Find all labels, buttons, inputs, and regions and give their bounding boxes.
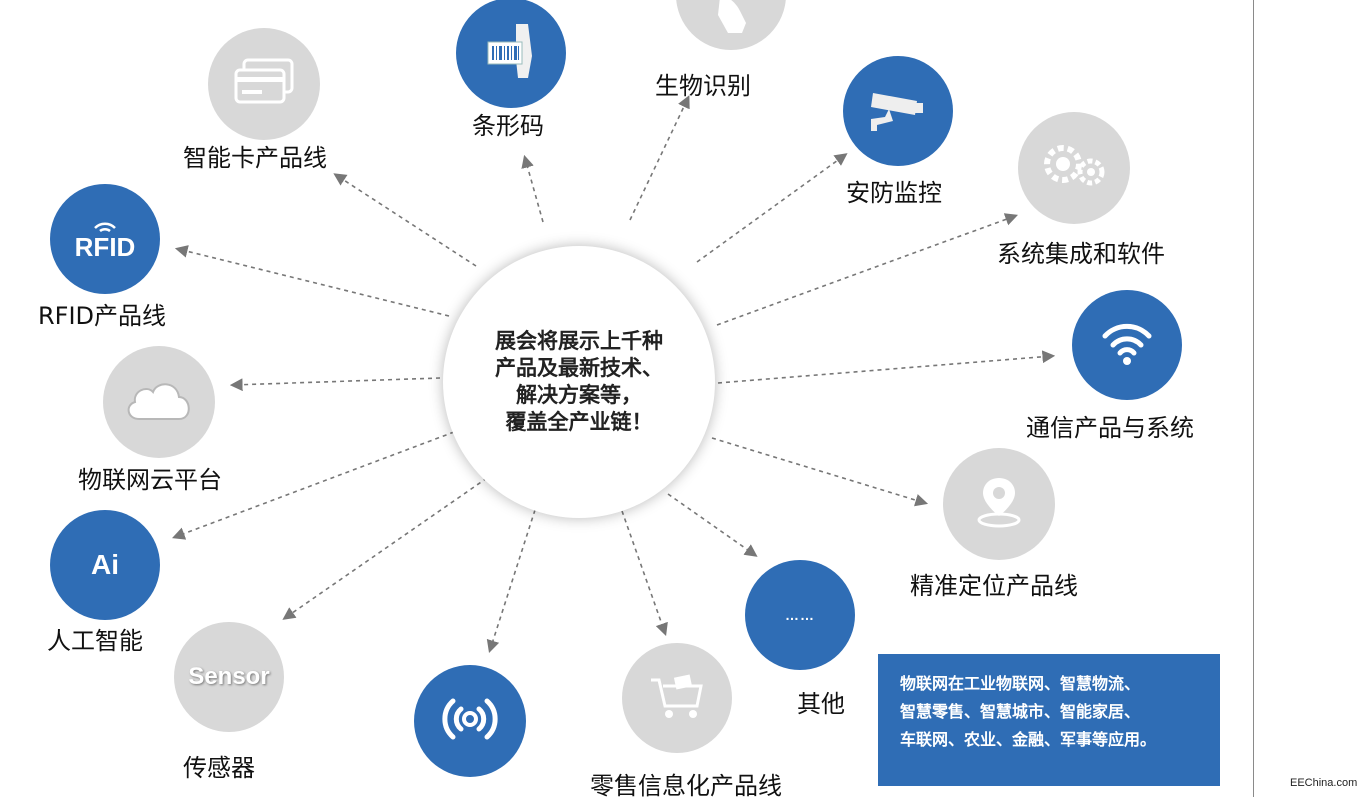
gears-icon [1035,136,1113,200]
rfid-label: RFID产品线 [38,302,167,330]
retail-label: 零售信息化产品线 [590,772,782,800]
arrow-ai [172,431,455,540]
arrow-security [696,153,848,263]
arrow-wireless [486,509,536,654]
arrow-smartcard [333,173,477,267]
note-line-1: 物联网在工业物联网、智慧物流、 [900,674,1141,693]
arrow-barcode [521,154,544,223]
comms-node [1072,290,1182,400]
arrow-sensor [282,477,488,620]
positioning-node [943,448,1055,560]
application-note-box: 物联网在工业物联网、智慧物流、 智慧零售、智慧城市、智能家居、 车联网、农业、金… [878,654,1220,786]
retail-node [622,643,732,753]
arrow-biometrics [629,95,690,221]
others-label: 其他 [797,690,845,718]
center-text: 展会将展示上千种 产品及最新技术、 解决方案等， 覆盖全产业链！ [495,328,663,436]
fingerprint-hand-icon [706,0,756,47]
smartcard-node [208,28,320,140]
center-line-4: 覆盖全产业链！ [505,410,653,434]
center-line-1: 展会将展示上千种 [495,329,663,353]
note-line-3: 车联网、农业、金融、军事等应用。 [900,730,1157,749]
others-node: …… [745,560,855,670]
biometrics-label: 生物识别 [655,72,751,100]
arrow-retail [621,510,668,637]
ellipsis-icon: …… [785,607,815,623]
location-pin-icon [969,472,1029,536]
arrow-iotcloud [229,377,441,392]
smartcard-label: 智能卡产品线 [183,144,327,172]
arrow-comms [717,350,1056,384]
iotcloud-node [103,346,215,458]
positioning-label: 精准定位产品线 [910,572,1078,600]
ai-node: Ai [50,510,160,620]
ai-label: 人工智能 [47,627,143,655]
ai-icon: Ai [91,549,119,580]
arrow-integration [716,213,1019,326]
sensor-icon: Sensor [188,663,270,690]
center-line-2: 产品及最新技术、 [495,356,663,380]
barcode-node [456,0,566,108]
cards-icon [228,52,300,116]
integration-label: 系统集成和软件 [997,240,1165,268]
wifi-icon [1097,318,1157,372]
arrow-positioning [711,437,929,507]
security-node [843,56,953,166]
note-line-2: 智慧零售、智慧城市、智能家居、 [900,702,1141,721]
wireless-signal-icon [435,689,505,753]
vertical-divider [1253,0,1254,797]
barcode-label: 条形码 [472,112,544,140]
rfid-node: RFID [50,184,160,294]
arrow-rfid [174,245,450,317]
rfid-icon: RFID [74,218,136,262]
security-camera-icon [863,79,933,143]
wireless-node [414,665,526,777]
iotcloud-label: 物联网云平台 [78,466,222,494]
center-hub: 展会将展示上千种 产品及最新技术、 解决方案等， 覆盖全产业链！ [443,246,715,518]
security-label: 安防监控 [846,179,942,207]
sensor-label: 传感器 [183,754,255,782]
arrow-others [667,493,758,557]
integration-node [1018,112,1130,224]
comms-label: 通信产品与系统 [1026,414,1194,442]
watermark: EEChina.com [1290,777,1358,789]
cloud-icon [121,375,197,429]
center-line-3: 解决方案等， [516,383,642,407]
shopping-cart-icon [645,668,709,728]
rfid-icon-text: RFID [74,232,136,262]
sensor-node: Sensor [174,622,284,732]
barcode-scanner-icon [476,16,546,90]
